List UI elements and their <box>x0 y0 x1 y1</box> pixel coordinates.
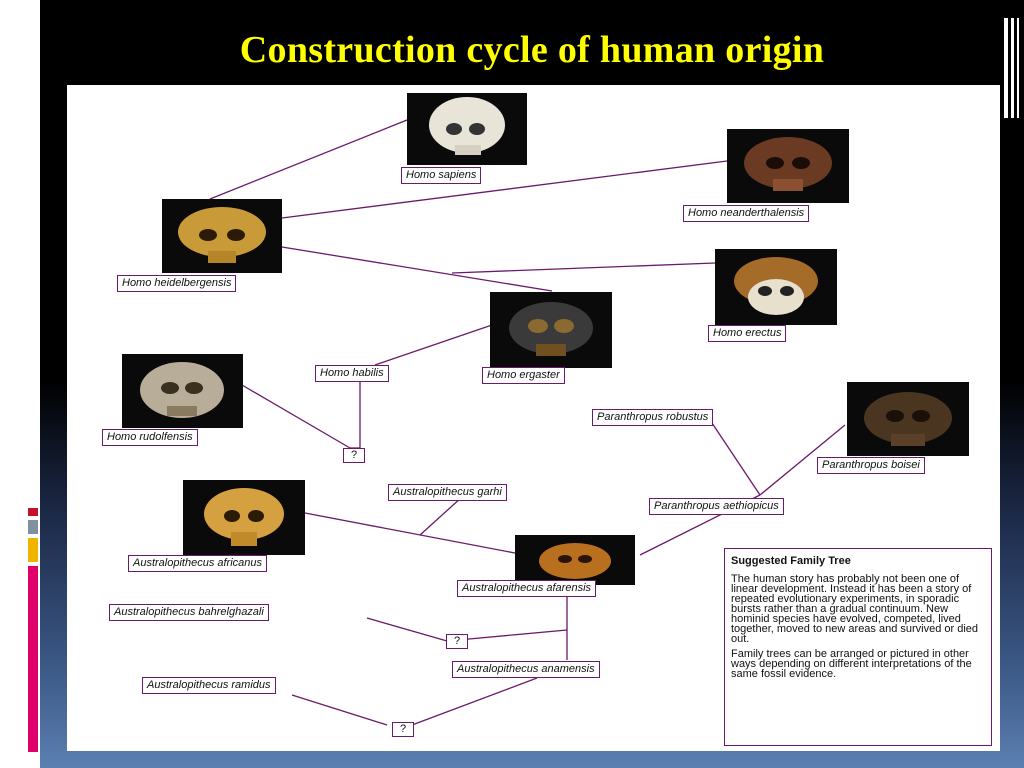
label-australopithecus-afarensis: Australopithecus afarensis <box>457 580 597 597</box>
accent-yellow <box>28 538 38 562</box>
slide-title: Construction cycle of human origin <box>239 29 825 71</box>
suggested-family-tree-box: Suggested Family Tree The human story ha… <box>724 548 992 746</box>
australopithecus-africanus-skull-image <box>183 480 305 555</box>
label-paranthropus-boisei: Paranthropus boisei <box>817 457 925 474</box>
homo-sapiens-skull-image <box>407 93 527 165</box>
label-homo-habilis: Homo habilis <box>315 365 389 382</box>
family-tree-panel: Homo sapiens Homo neanderthalensis Homo … <box>67 85 1000 751</box>
label-paranthropus-aethiopicus: Paranthropus aethiopicus <box>649 498 784 515</box>
label-australopithecus-bahrelghazali: Australopithecus bahrelghazali <box>109 604 269 621</box>
accent-red <box>28 508 38 516</box>
homo-neanderthalensis-skull-image <box>727 129 849 203</box>
label-australopithecus-ramidus: Australopithecus ramidus <box>142 677 276 694</box>
label-homo-neanderthalensis: Homo neanderthalensis <box>683 205 810 222</box>
homo-rudolfensis-skull-image <box>122 354 243 428</box>
info-box-paragraph: The human story has probably not been on… <box>731 573 979 645</box>
label-australopithecus-anamensis: Australopithecus anamensis <box>452 661 600 678</box>
homo-ergaster-skull-image <box>490 292 612 368</box>
label-homo-rudolfensis: Homo rudolfensis <box>102 429 198 446</box>
info-box-title: Suggested Family Tree <box>731 555 851 567</box>
label-homo-sapiens: Homo sapiens <box>401 167 482 184</box>
unknown-ancestor-marker: ? <box>392 722 414 737</box>
label-homo-heidelbergensis: Homo heidelbergensis <box>117 275 237 292</box>
info-box-paragraph: Family trees can be arranged or pictured… <box>731 648 972 680</box>
label-homo-ergaster: Homo ergaster <box>482 367 565 384</box>
paranthropus-boisei-skull-image <box>847 382 969 456</box>
deco-bar <box>1017 18 1019 118</box>
label-australopithecus-africanus: Australopithecus africanus <box>128 555 268 572</box>
unknown-ancestor-marker: ? <box>343 448 365 463</box>
deco-bar <box>1011 18 1014 118</box>
homo-erectus-skull-image <box>715 249 837 325</box>
accent-gray <box>28 520 38 534</box>
unknown-ancestor-marker: ? <box>446 634 468 649</box>
label-paranthropus-robustus: Paranthropus robustus <box>592 409 714 426</box>
accent-pink <box>28 566 38 752</box>
australopithecus-afarensis-skull-image <box>515 535 635 585</box>
homo-heidelbergensis-skull-image <box>162 199 282 273</box>
deco-bar <box>1004 18 1008 118</box>
label-australopithecus-garhi: Australopithecus garhi <box>388 484 507 501</box>
label-homo-erectus: Homo erectus <box>708 325 787 342</box>
